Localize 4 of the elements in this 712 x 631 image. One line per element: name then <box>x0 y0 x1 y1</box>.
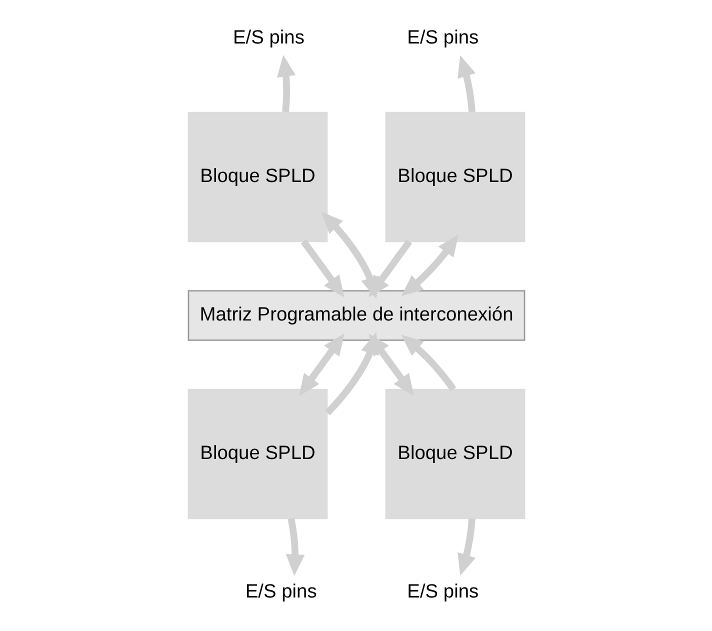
node-text: E/S pins <box>244 582 316 603</box>
node-text: E/S pins <box>232 28 304 49</box>
node-text: E/S pins <box>406 28 478 49</box>
node-text: E/S pins <box>406 582 478 603</box>
